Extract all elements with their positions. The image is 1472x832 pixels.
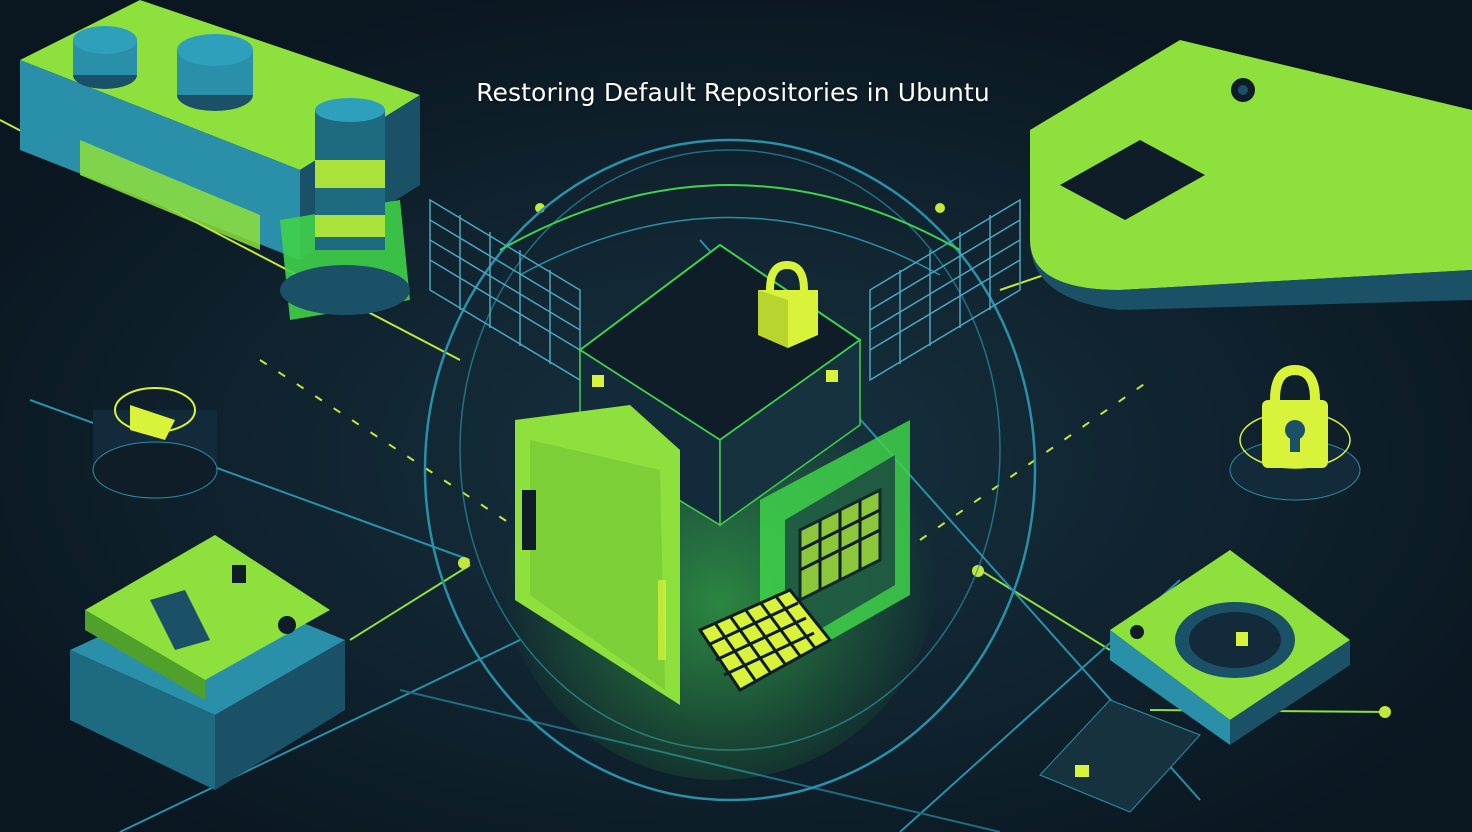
wire-cage-right (869, 198, 1021, 382)
storage-cylinder (280, 98, 410, 320)
security-vault-icon (1030, 40, 1472, 310)
card-reader-icon (1039, 550, 1350, 813)
database-icon (73, 26, 253, 111)
padlock-icon (1229, 364, 1361, 501)
lock-disc-left (92, 387, 218, 499)
server-box-icon (500, 243, 940, 780)
page-title: Restoring Default Repositories in Ubuntu (476, 78, 990, 107)
keypad-block-bottom-left (70, 535, 345, 790)
